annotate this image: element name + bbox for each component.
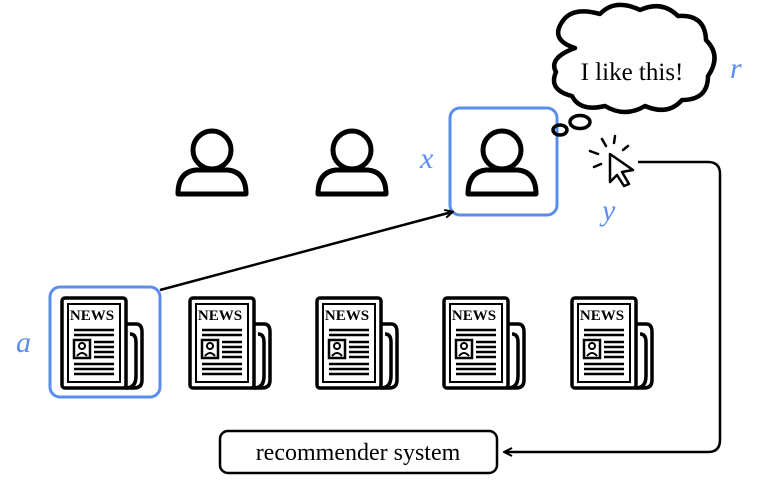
highlight-box: [448, 106, 559, 217]
user-icon: [318, 131, 386, 194]
recommend-arrow: [159, 212, 452, 292]
label-x: x: [419, 142, 434, 175]
user-icon: [468, 131, 536, 194]
news-item-2: NEWS: [188, 296, 272, 390]
news-text: NEWS: [452, 308, 496, 324]
news-text: NEWS: [325, 308, 369, 324]
news-item-5: NEWS: [570, 296, 654, 390]
thought-text: I like this!: [581, 59, 684, 86]
news-text: NEWS: [70, 308, 114, 324]
news-item-1: NEWS: [60, 296, 144, 390]
cursor-click-icon: [588, 134, 635, 188]
user-3-highlighted: [448, 106, 559, 217]
recommender-system: recommender system: [218, 429, 499, 475]
thought-bubble: I like this!: [551, 2, 717, 137]
news-item-4: NEWS: [442, 296, 526, 390]
news-item-3: NEWS: [315, 296, 399, 390]
label-a: a: [16, 326, 31, 359]
label-r: r: [730, 52, 742, 85]
recommender-label: recommender system: [256, 440, 461, 466]
highlight-box: [48, 285, 162, 399]
news-text: NEWS: [580, 308, 624, 324]
user-2: [318, 131, 386, 194]
user-1: [178, 131, 246, 194]
user-icon: [178, 131, 246, 194]
label-y: y: [599, 194, 616, 227]
news-text: NEWS: [198, 308, 242, 324]
feedback-arrow: [505, 160, 722, 452]
